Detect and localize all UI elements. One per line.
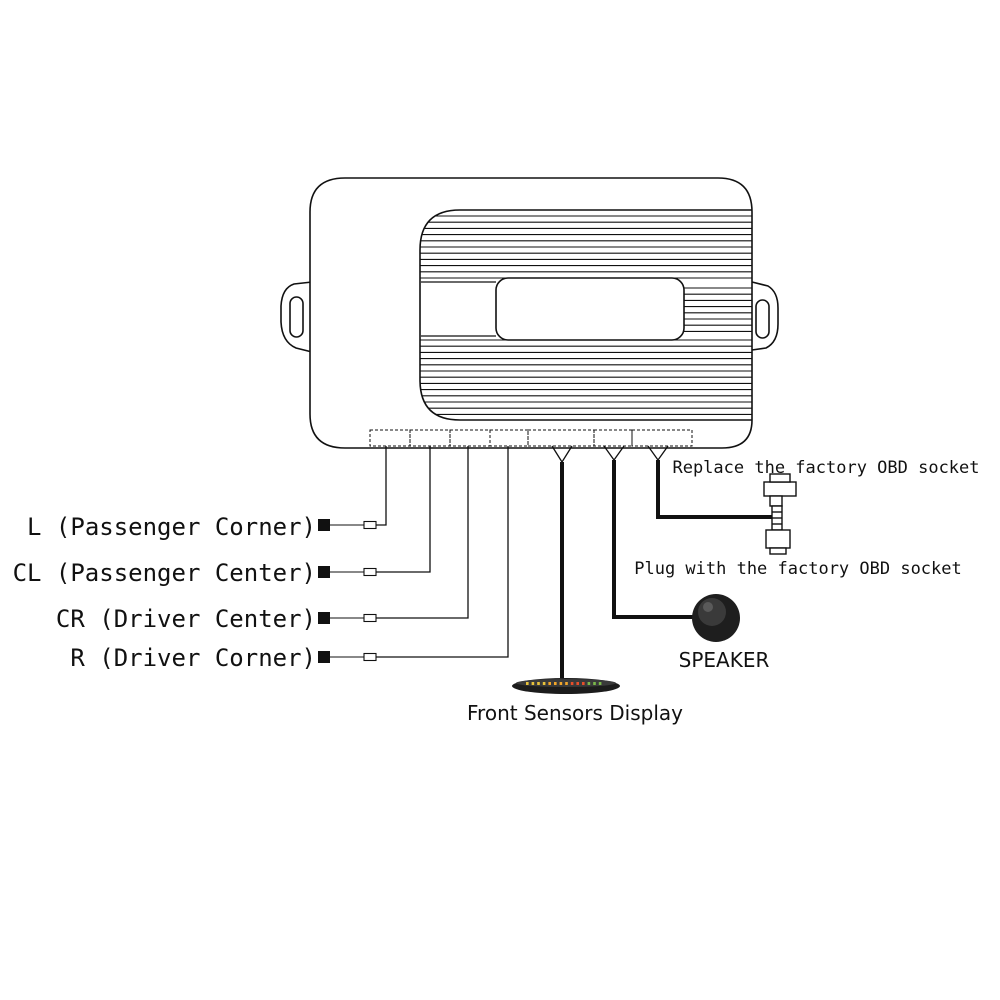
display-led bbox=[593, 682, 596, 685]
connector-ports bbox=[369, 429, 693, 447]
display-cable bbox=[551, 445, 573, 678]
obd-cable bbox=[647, 445, 772, 519]
display-led bbox=[548, 682, 551, 685]
sensor-wire-l bbox=[376, 446, 387, 526]
sensor-wires bbox=[376, 446, 509, 658]
sensor-wire-r bbox=[376, 446, 509, 658]
sensor-label-cl: CL (Passenger Center) bbox=[13, 559, 316, 587]
box-window bbox=[495, 277, 685, 341]
sensor-plugs bbox=[318, 519, 377, 663]
speaker-cable bbox=[603, 445, 696, 619]
right-mount-ear bbox=[751, 281, 779, 351]
display-led bbox=[531, 682, 535, 685]
sensor-plug-r bbox=[318, 651, 377, 663]
display-label: Front Sensors Display bbox=[467, 701, 683, 725]
front-sensors-display bbox=[512, 678, 620, 694]
sensor-label-l: L (Passenger Corner) bbox=[27, 513, 316, 541]
obd-connector bbox=[763, 473, 797, 555]
speaker-label: SPEAKER bbox=[679, 648, 770, 672]
right-mount-slot bbox=[755, 299, 770, 339]
display-led bbox=[582, 682, 585, 685]
display-led bbox=[537, 682, 540, 685]
sensor-wire-cl bbox=[376, 446, 431, 573]
sensor-plug-cr bbox=[318, 612, 377, 624]
left-mount-ear bbox=[280, 281, 313, 353]
display-led bbox=[576, 682, 579, 685]
obd-replace-label: Replace the factory OBD socket bbox=[672, 458, 979, 478]
obd-plug-label: Plug with the factory OBD socket bbox=[634, 559, 962, 579]
display-led bbox=[598, 682, 602, 685]
sensor-plug-l bbox=[318, 519, 377, 531]
sensor-label-r: R (Driver Corner) bbox=[70, 644, 316, 672]
display-led bbox=[542, 682, 546, 685]
display-led bbox=[587, 682, 591, 685]
left-mount-slot bbox=[289, 296, 304, 338]
display-led bbox=[559, 682, 563, 685]
sensor-plug-cl bbox=[318, 566, 377, 578]
display-led bbox=[554, 682, 557, 685]
sensor-wire-cr bbox=[376, 446, 469, 619]
speaker bbox=[692, 594, 740, 642]
sensor-label-cr: CR (Driver Center) bbox=[56, 605, 316, 633]
display-led bbox=[570, 682, 574, 685]
display-led bbox=[565, 682, 568, 685]
box-vent-panel bbox=[419, 209, 752, 421]
display-led bbox=[526, 682, 529, 685]
